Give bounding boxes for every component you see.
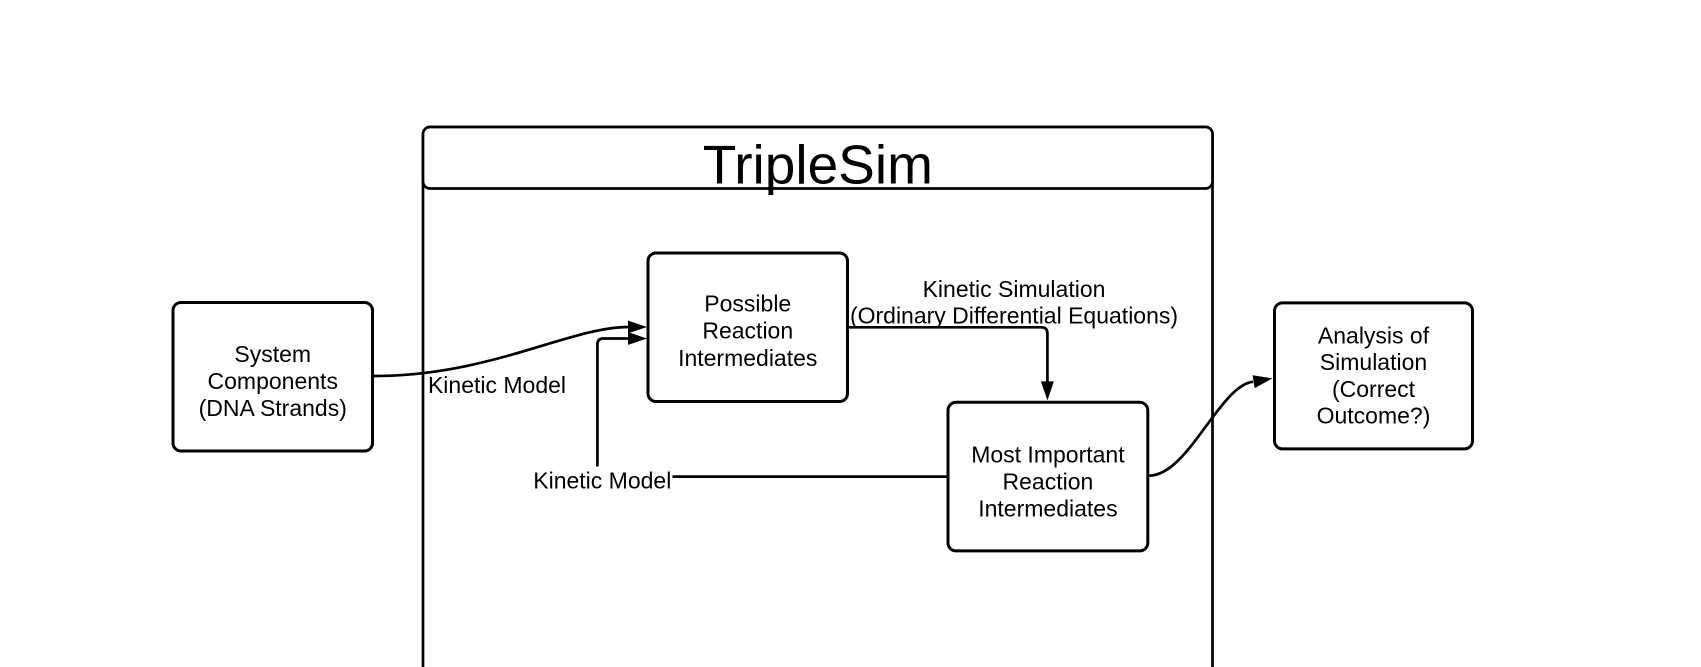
svg-text:Kinetic Simulation: Kinetic Simulation [923,276,1106,302]
svg-text:(Correct: (Correct [1332,376,1416,402]
svg-text:Kinetic Model: Kinetic Model [533,467,671,493]
svg-text:Analysis of: Analysis of [1318,323,1430,349]
svg-text:Intermediates: Intermediates [678,345,817,371]
svg-text:System: System [234,341,311,367]
svg-text:Reaction: Reaction [702,318,793,344]
svg-text:Most Important: Most Important [971,442,1125,468]
svg-text:Intermediates: Intermediates [978,496,1117,522]
svg-text:Simulation: Simulation [1320,349,1427,375]
svg-text:Outcome?): Outcome?) [1317,403,1431,429]
svg-text:(DNA Strands): (DNA Strands) [199,395,347,421]
svg-text:Components: Components [208,368,338,394]
svg-text:TripleSim: TripleSim [703,134,933,196]
svg-text:Possible: Possible [704,291,791,317]
svg-text:Reaction: Reaction [1003,469,1094,495]
svg-text:Kinetic Model: Kinetic Model [428,372,566,398]
svg-text:(Ordinary Differential Equatio: (Ordinary Differential Equations) [850,303,1178,329]
